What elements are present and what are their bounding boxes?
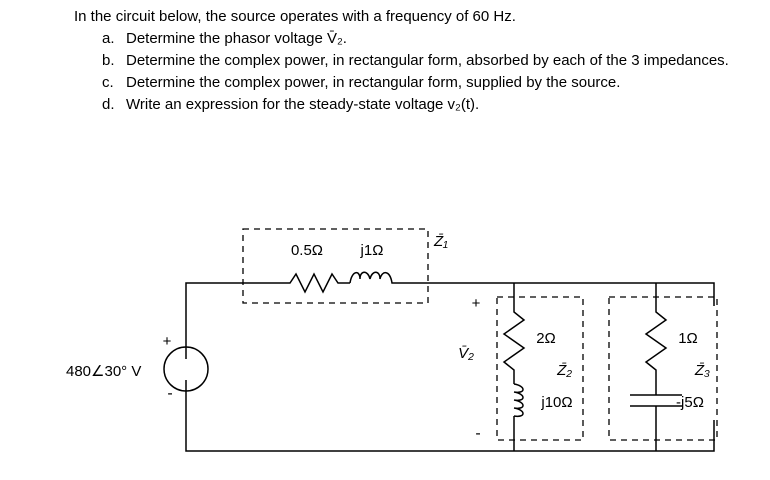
z1-inductor-value: j1Ω: [360, 242, 384, 259]
problem-part-b: b. Determine the complex power, in rectan…: [74, 50, 764, 72]
z3-label: Z̄₃: [694, 362, 710, 379]
problem-part-d: d. Write an expression for the steady-sta…: [74, 94, 764, 116]
z2-resistor-symbol: [502, 306, 526, 376]
z1-resistor-symbol: [283, 272, 350, 294]
problem-intro: In the circuit below, the source operate…: [74, 8, 516, 25]
v2-label: V̄₂: [458, 345, 474, 362]
z3-resistor-symbol: [644, 306, 668, 372]
problem-part-a: a. Determine the phasor voltage V̄₂.: [74, 28, 764, 50]
z2-inductor-symbol: [513, 383, 524, 418]
part-text: Write an expression for the steady-state…: [126, 96, 480, 113]
part-marker: a.: [102, 30, 115, 47]
wire-bottom: [185, 380, 715, 452]
problem-statement: In the circuit below, the source operate…: [74, 6, 764, 116]
z2-inductor-value: j10Ω: [540, 394, 572, 411]
z2-label: Z̄₂: [556, 362, 572, 379]
source-value: 480∠30° V: [66, 363, 141, 380]
z1-inductor-symbol: [349, 271, 403, 284]
v2-minus: -: [475, 425, 480, 442]
problem-parts: a. Determine the phasor voltage V̄₂. b. De…: [74, 28, 764, 116]
z3-capacitor-value: -j5Ω: [676, 394, 704, 411]
z2-dashed-box: [496, 296, 584, 441]
z2-resistor-value: 2Ω: [536, 330, 556, 347]
wire-top-left: [185, 282, 283, 359]
v2-plus: +: [472, 295, 481, 312]
wire-top-right: [403, 282, 715, 306]
z1-label: Z̄₁: [433, 233, 448, 250]
problem-part-c: c. Determine the complex power, in rectan…: [74, 72, 764, 94]
z3-dashed-box: [608, 296, 718, 441]
z3-resistor-value: 1Ω: [678, 330, 698, 347]
part-marker: b.: [102, 52, 115, 69]
z1-resistor-value: 0.5Ω: [291, 242, 323, 259]
part-text: Determine the phasor voltage V̄₂.: [126, 30, 347, 47]
part-text: Determine the complex power, in rectangu…: [126, 74, 621, 91]
source-minus: -: [167, 385, 172, 402]
voltage-source-symbol: [163, 346, 209, 392]
part-text: Determine the complex power, in rectangu…: [126, 52, 729, 69]
part-marker: d.: [102, 96, 115, 113]
source-plus: +: [163, 333, 172, 350]
z1-dashed-box: [242, 228, 429, 304]
part-marker: c.: [102, 74, 114, 91]
